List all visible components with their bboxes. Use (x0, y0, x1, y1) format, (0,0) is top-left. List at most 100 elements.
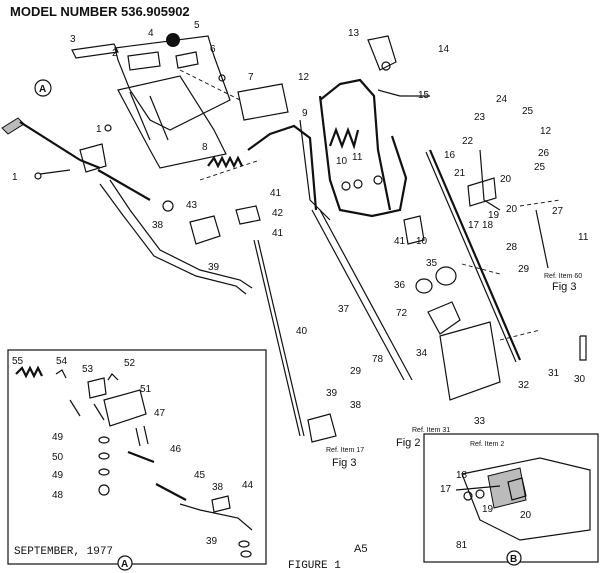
svg-text:14: 14 (438, 44, 450, 55)
svg-text:B: B (510, 554, 517, 565)
svg-text:29: 29 (518, 264, 530, 275)
svg-text:10: 10 (336, 156, 348, 167)
svg-text:17: 17 (468, 220, 480, 231)
svg-text:1: 1 (96, 124, 102, 135)
svg-text:12: 12 (540, 126, 552, 137)
model-number-title: MODEL NUMBER 536.905902 (10, 4, 190, 19)
svg-text:49: 49 (52, 470, 64, 481)
marker-a (34, 79, 52, 97)
svg-text:44: 44 (242, 480, 254, 491)
svg-text:35: 35 (426, 258, 438, 269)
svg-text:81: 81 (456, 540, 468, 551)
svg-text:17: 17 (440, 484, 452, 495)
svg-text:16: 16 (444, 150, 456, 161)
figure-references: Ref. Item 60 Fig 3 Ref. Item 17 Fig 3 Re… (326, 273, 582, 469)
svg-text:39: 39 (206, 536, 218, 547)
svg-text:3: 3 (70, 34, 76, 45)
publication-date: SEPTEMBER, 1977 (14, 546, 113, 558)
svg-text:43: 43 (186, 200, 198, 211)
svg-text:Ref. Item 2: Ref. Item 2 (470, 441, 504, 448)
svg-text:8: 8 (202, 142, 208, 153)
svg-text:41: 41 (272, 228, 284, 239)
svg-text:Fig 2: Fig 2 (396, 437, 420, 449)
svg-text:20: 20 (506, 204, 518, 215)
svg-text:72: 72 (396, 308, 408, 319)
svg-text:45: 45 (194, 470, 206, 481)
svg-text:Fig 3: Fig 3 (552, 281, 576, 293)
svg-text:49: 49 (52, 432, 64, 443)
svg-text:2: 2 (112, 48, 118, 59)
svg-text:55: 55 (12, 356, 24, 367)
handle-frame (299, 95, 408, 221)
svg-text:11: 11 (352, 152, 363, 163)
dash-panel-assembly (71, 35, 289, 181)
page-label: A5 (354, 543, 367, 555)
callout-numbers: 1 1 2 3 4 5 6 7 8 9 10 10 11 11 12 12 13… (12, 20, 589, 427)
svg-text:12: 12 (298, 72, 310, 83)
svg-text:6: 6 (210, 44, 216, 55)
svg-text:46: 46 (170, 444, 182, 455)
svg-text:33: 33 (474, 416, 486, 427)
linkage-parts (367, 35, 587, 401)
svg-text:A: A (39, 84, 46, 95)
spring-icon (207, 126, 360, 169)
svg-text:5: 5 (194, 20, 200, 31)
svg-text:15: 15 (418, 90, 430, 101)
svg-text:54: 54 (56, 356, 68, 367)
svg-text:11: 11 (578, 232, 589, 243)
svg-text:37: 37 (338, 304, 350, 315)
svg-text:39: 39 (208, 262, 220, 273)
svg-text:25: 25 (534, 162, 546, 173)
svg-text:27: 27 (552, 206, 564, 217)
svg-text:40: 40 (296, 326, 308, 337)
svg-text:18: 18 (456, 470, 468, 481)
svg-text:52: 52 (124, 358, 136, 369)
svg-text:39: 39 (326, 388, 338, 399)
svg-text:41: 41 (270, 188, 282, 199)
svg-text:24: 24 (496, 94, 508, 105)
svg-text:34: 34 (416, 348, 428, 359)
svg-text:Ref. Item 31: Ref. Item 31 (412, 427, 450, 434)
svg-text:48: 48 (52, 490, 64, 501)
svg-text:7: 7 (248, 72, 254, 83)
svg-text:30: 30 (574, 374, 586, 385)
svg-text:50: 50 (52, 452, 64, 463)
svg-text:9: 9 (302, 108, 308, 119)
svg-text:19: 19 (482, 504, 494, 515)
svg-text:20: 20 (520, 510, 532, 521)
svg-text:Ref. Item 17: Ref. Item 17 (326, 447, 364, 454)
svg-text:53: 53 (82, 364, 94, 375)
svg-text:1: 1 (12, 172, 18, 183)
svg-text:20: 20 (500, 174, 512, 185)
svg-text:18: 18 (482, 220, 494, 231)
control-rods (247, 78, 549, 437)
left-hardware (34, 74, 337, 443)
figure-label: FIGURE 1 (288, 560, 341, 572)
svg-text:47: 47 (154, 408, 166, 419)
inset-b: B Ref. Item 2 17 18 19 20 81 (423, 433, 599, 566)
svg-text:41: 41 (394, 236, 406, 247)
svg-text:38: 38 (212, 482, 224, 493)
svg-text:Fig 3: Fig 3 (332, 457, 356, 469)
svg-text:26: 26 (538, 148, 550, 159)
washer-icon (341, 181, 351, 191)
svg-text:51: 51 (140, 384, 152, 395)
inset-a: A 55 54 53 52 51 47 49 50 49 46 48 45 38… (7, 349, 267, 571)
svg-text:23: 23 (474, 112, 486, 123)
svg-text:28: 28 (506, 242, 518, 253)
svg-text:A: A (121, 559, 128, 570)
svg-text:21: 21 (454, 168, 466, 179)
bolt-icon (579, 335, 587, 361)
svg-text:22: 22 (462, 136, 474, 147)
svg-text:Ref. Item 60: Ref. Item 60 (544, 273, 582, 280)
svg-text:13: 13 (348, 28, 360, 39)
shift-lever (1, 117, 253, 295)
svg-text:36: 36 (394, 280, 406, 291)
svg-text:38: 38 (350, 400, 362, 411)
svg-text:38: 38 (152, 220, 164, 231)
hand-grip-icon (1, 117, 25, 135)
svg-text:4: 4 (148, 28, 154, 39)
svg-text:32: 32 (518, 380, 530, 391)
svg-text:42: 42 (272, 208, 284, 219)
